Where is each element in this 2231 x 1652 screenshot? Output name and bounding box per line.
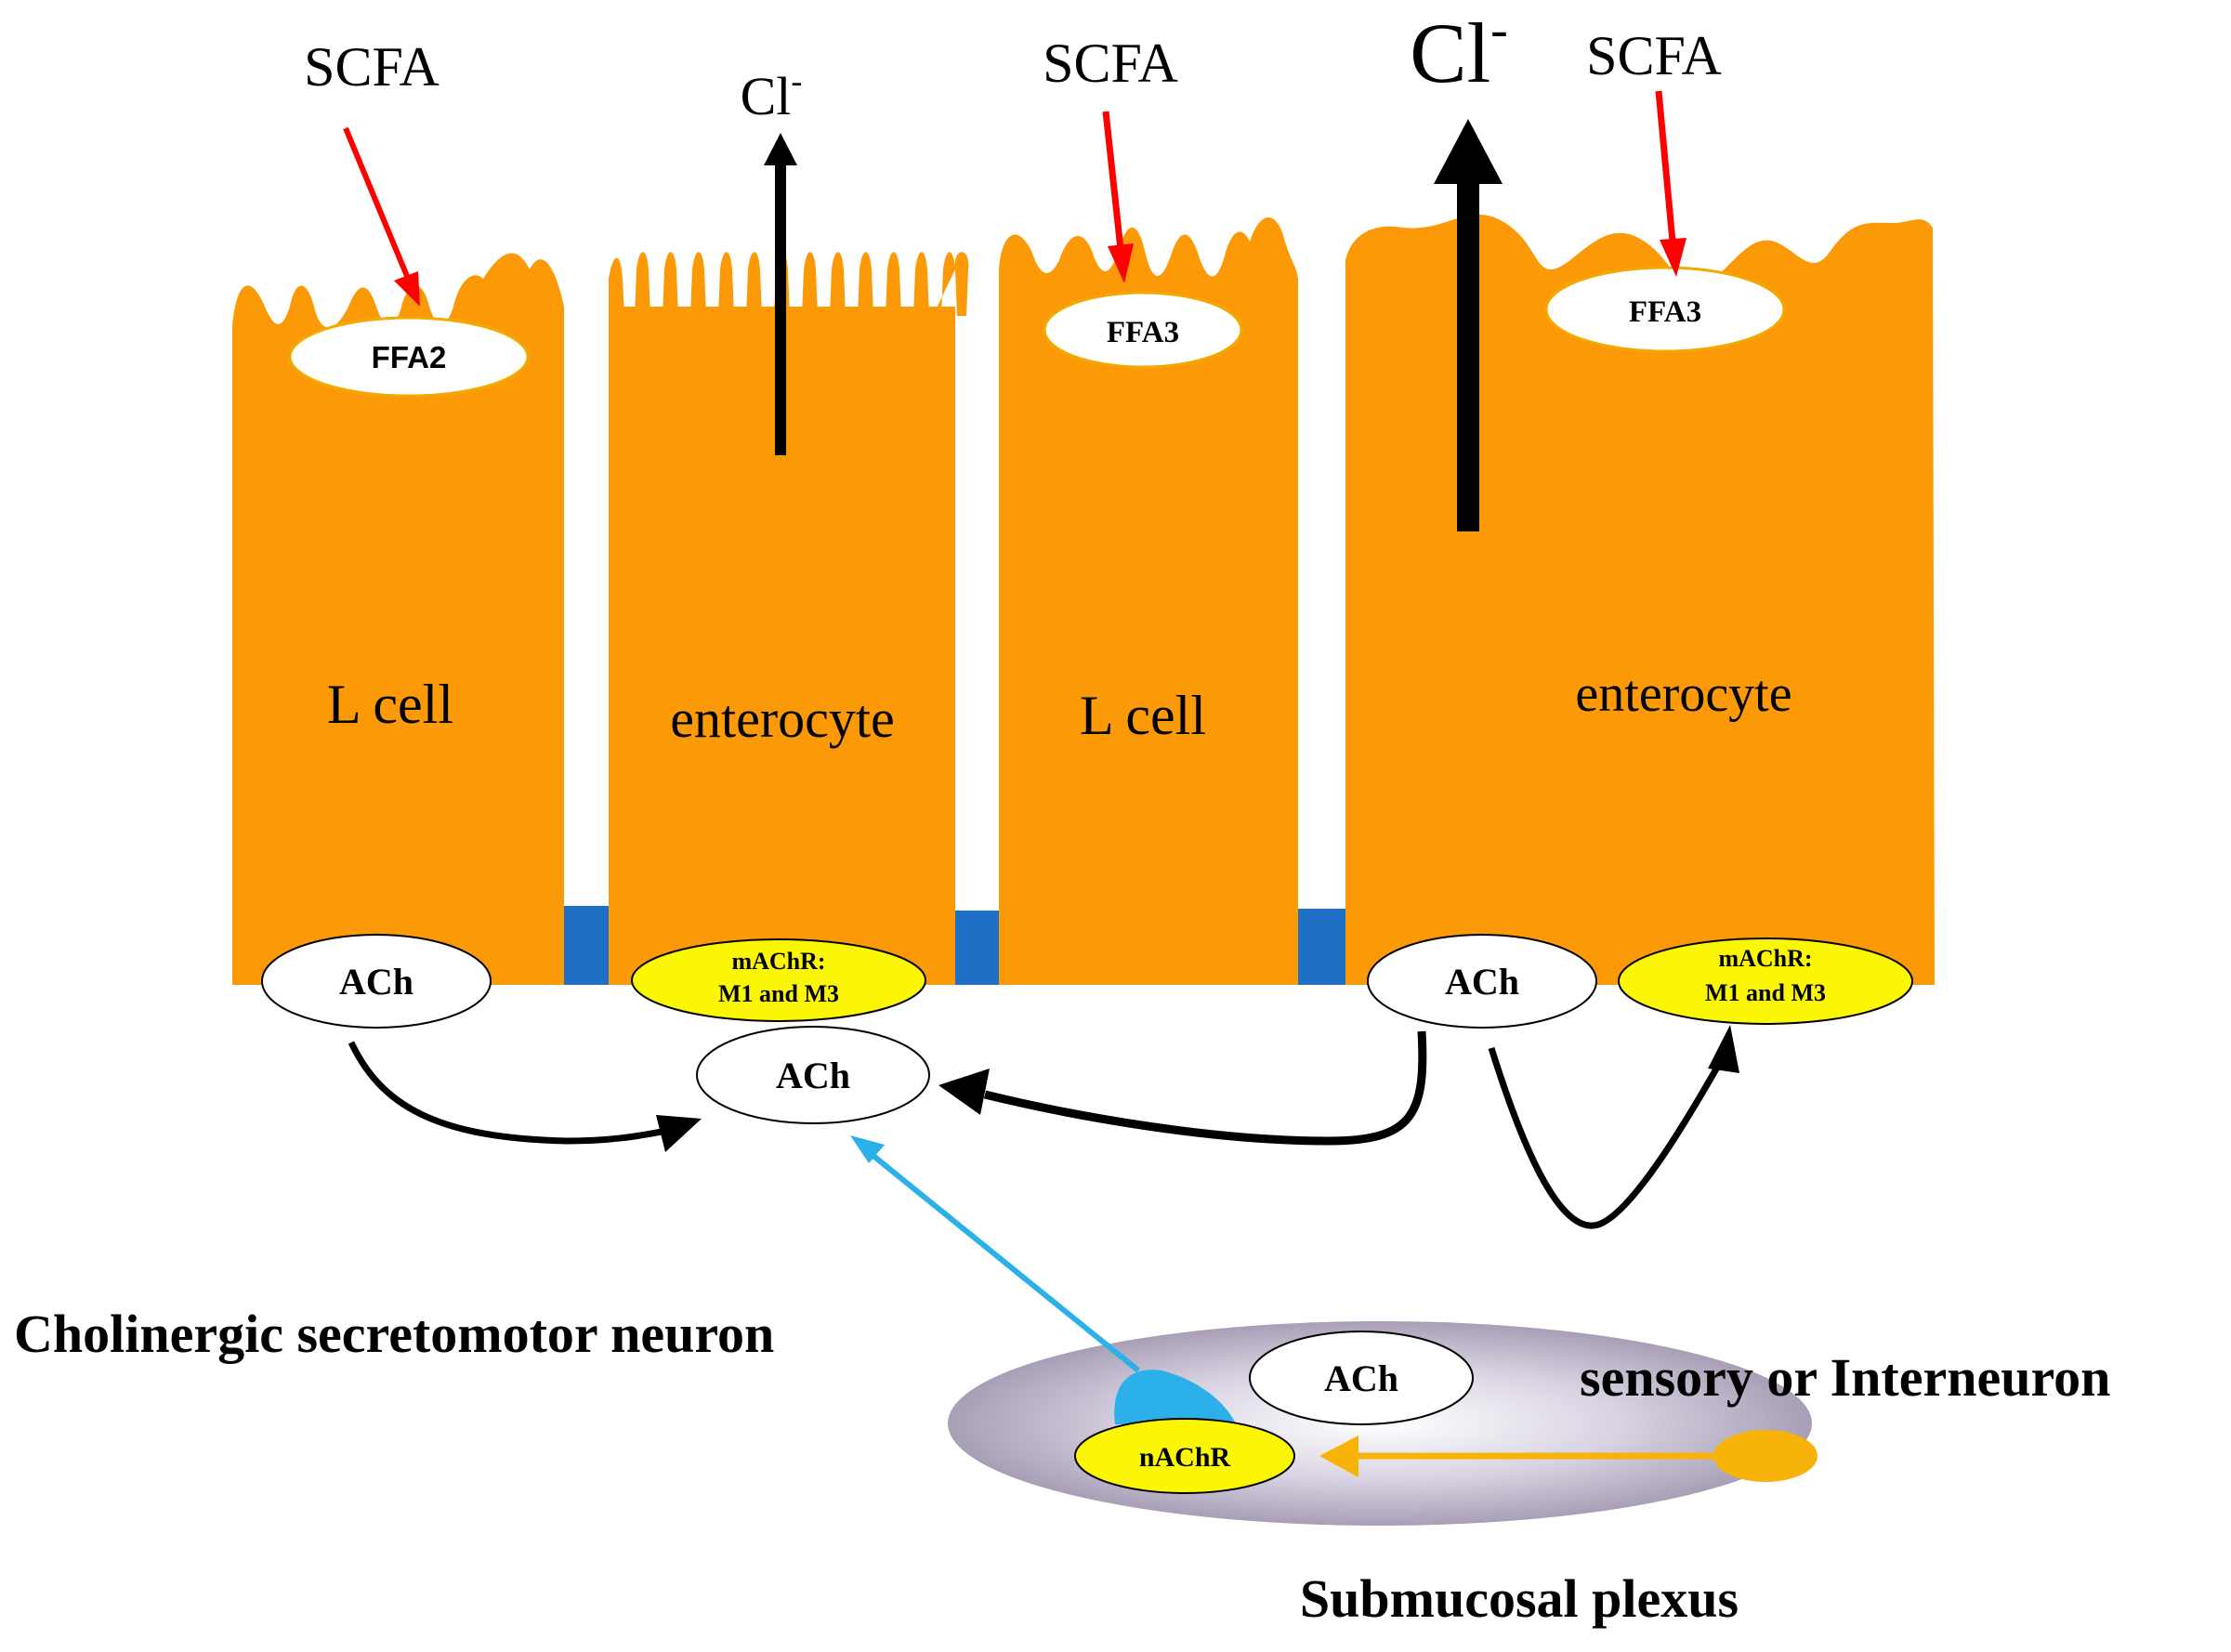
arrow-lcell-ach-to-center-head <box>656 1115 702 1152</box>
secretomotor-axon-head <box>850 1135 885 1163</box>
ach-center <box>696 1026 930 1124</box>
cl-label-1: Cl- <box>741 62 803 126</box>
cl-arrow-2-head <box>1434 119 1503 184</box>
ach-l-cell-1 <box>261 934 492 1029</box>
ach-l-cell-1-label: ACh <box>339 961 413 1003</box>
ffa3-receptor-2 <box>1544 266 1786 353</box>
nachr-label: nAChR <box>1139 1442 1231 1473</box>
machr-enterocyte-1-line1: mAChR: <box>731 948 825 975</box>
ach-plexus <box>1249 1331 1474 1425</box>
ffa2-receptor <box>288 316 530 398</box>
l-cell-1-body <box>232 253 564 985</box>
arrow-enterocyte-ach-to-center-head <box>938 1069 990 1115</box>
arrow-ach-to-machr <box>1488 1046 1726 1229</box>
machr-enterocyte-2-line1: mAChR: <box>1718 945 1812 972</box>
cl-arrow-1-head <box>764 133 797 165</box>
scfa-label-2: SCFA <box>1043 33 1178 94</box>
ffa3-label-1: FFA3 <box>1107 316 1179 349</box>
ach-plexus-label: ACh <box>1324 1357 1398 1399</box>
ffa2-label: FFA2 <box>372 340 447 374</box>
cl-label-2: Cl- <box>1410 1 1508 100</box>
sensory-neuron-label: sensory or Interneuron <box>1580 1347 2110 1408</box>
scfa-arrow-3-shaft <box>1655 90 1676 243</box>
scfa-arrow-1-head <box>394 271 420 307</box>
sensory-terminal <box>1319 1436 1358 1477</box>
ffa3-receptor-1 <box>1043 291 1243 369</box>
ach-enterocyte-2-label: ACh <box>1445 961 1519 1003</box>
tight-junction-3 <box>1298 909 1345 985</box>
machr-enterocyte-1 <box>631 938 926 1022</box>
submucosal-plexus-label: Submucosal plexus <box>1300 1568 1739 1629</box>
secretomotor-axon <box>867 1149 1140 1373</box>
enterocyte-2-label: enterocyte <box>1575 665 1791 723</box>
l-cell-2-body <box>999 216 1298 985</box>
secretomotor-neuron-body <box>1114 1370 1236 1424</box>
tight-junction-2 <box>955 911 999 985</box>
ffa3-label-2: FFA3 <box>1629 295 1701 329</box>
scfa-arrow-1-shaft <box>343 126 412 282</box>
sensory-soma <box>1713 1430 1818 1482</box>
arrow-enterocyte-ach-to-center <box>983 1030 1427 1146</box>
ach-center-label: ACh <box>776 1055 850 1096</box>
machr-enterocyte-1-line2: M1 and M3 <box>718 980 839 1007</box>
arrow-ach-to-machr-head <box>1708 1025 1739 1073</box>
scfa-arrow-2-head <box>1108 243 1134 283</box>
nachr-receptor <box>1074 1418 1295 1494</box>
machr-enterocyte-2 <box>1618 937 1913 1025</box>
tight-junction-1 <box>564 906 609 985</box>
enterocyte-1-label: enterocyte <box>670 688 895 749</box>
arrow-lcell-ach-to-center <box>348 1041 663 1145</box>
ach-enterocyte-2 <box>1367 934 1597 1029</box>
scfa-arrow-2-shaft <box>1102 111 1124 250</box>
l-cell-2-label: L cell <box>1080 685 1206 746</box>
scfa-label-1: SCFA <box>304 36 440 98</box>
enterocyte-2-body <box>1345 214 1935 985</box>
l-cell-1-label: L cell <box>327 674 453 735</box>
scfa-arrow-3-head <box>1660 238 1686 277</box>
machr-enterocyte-2-line2: M1 and M3 <box>1705 979 1826 1006</box>
scfa-label-3: SCFA <box>1586 25 1722 86</box>
secretomotor-neuron-label: Cholinergic secretomotor neuron <box>14 1304 774 1364</box>
